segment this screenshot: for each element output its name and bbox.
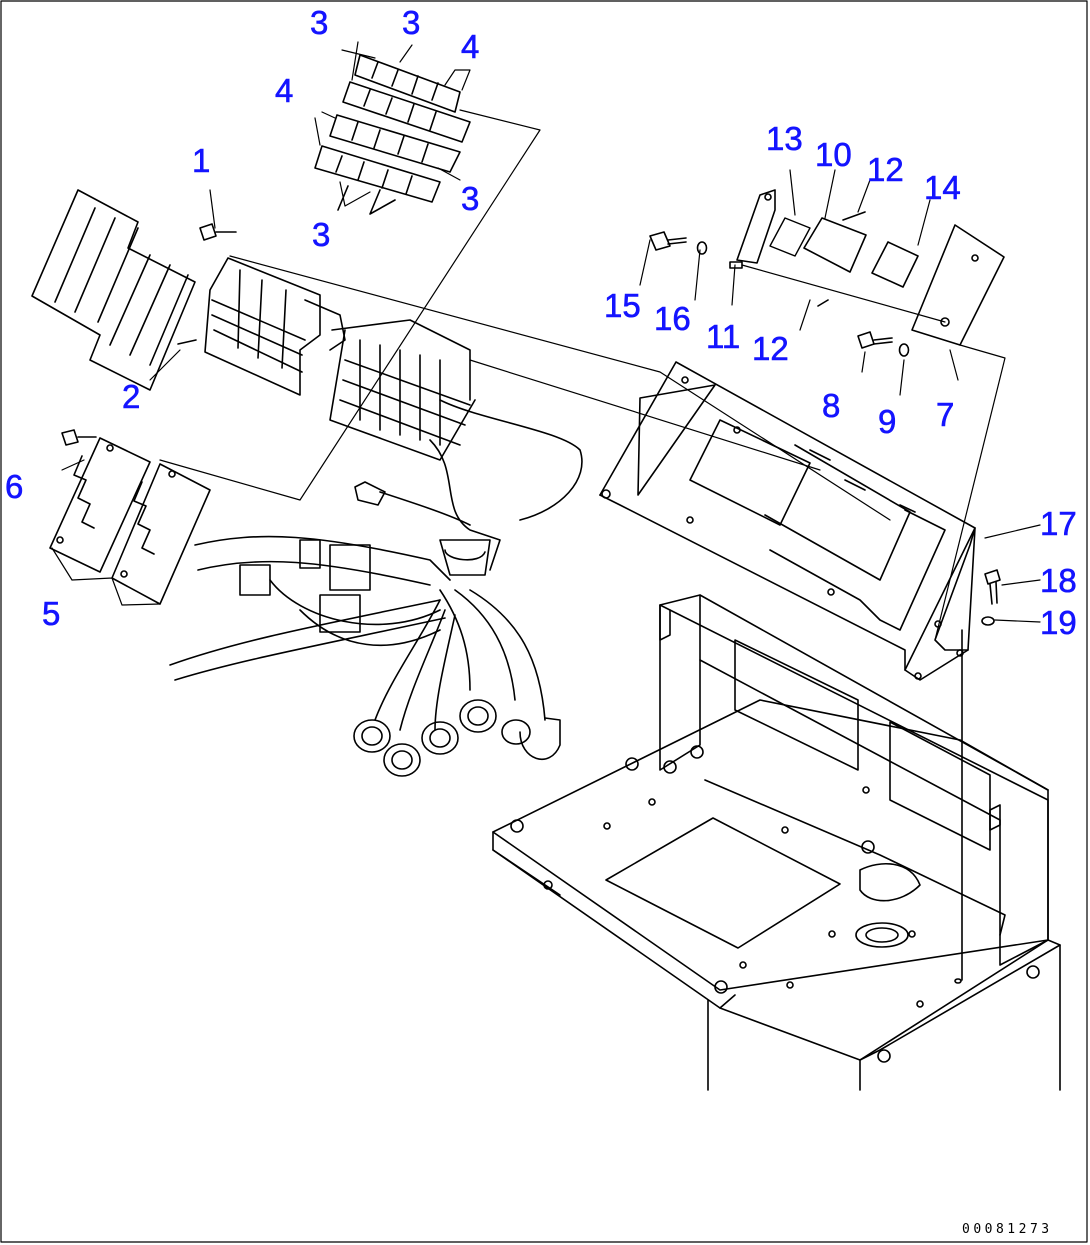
callout-10: 10 [815, 136, 852, 173]
leader-lines [51, 41, 1041, 641]
base-cabinet [492, 594, 1061, 1091]
callout-12a: 12 [867, 151, 904, 188]
bracket-plate [599, 361, 976, 681]
callout-15: 15 [604, 287, 641, 324]
fuse-covers [31, 189, 211, 605]
callout-5: 5 [42, 595, 61, 632]
callout-3a: 3 [310, 4, 329, 41]
callout-4b: 4 [275, 72, 294, 109]
drawing-number: 00081273 [962, 1222, 1053, 1237]
callout-9: 9 [878, 403, 897, 440]
wire-harness [169, 399, 583, 777]
callout-18: 18 [1040, 562, 1077, 599]
callout-2: 2 [122, 378, 141, 415]
callout-13: 13 [766, 120, 803, 157]
callout-14: 14 [924, 169, 961, 206]
callout-17: 17 [1040, 505, 1077, 542]
callout-3b: 3 [402, 4, 421, 41]
callout-1: 1 [192, 142, 211, 179]
fuse-box [204, 257, 476, 461]
callout-11: 11 [706, 318, 741, 355]
callout-3d: 3 [312, 216, 331, 253]
callout-3c: 3 [461, 180, 480, 217]
callout-16: 16 [654, 300, 691, 337]
callout-19: 19 [1040, 604, 1077, 641]
callout-8: 8 [822, 387, 841, 424]
callout-6: 6 [5, 468, 24, 505]
relay-cluster [314, 54, 471, 215]
callout-7: 7 [936, 396, 955, 433]
callout-12b: 12 [752, 330, 789, 367]
callout-4a: 4 [461, 28, 480, 65]
cover-plate [729, 189, 1005, 346]
screws-washers [61, 223, 1001, 984]
